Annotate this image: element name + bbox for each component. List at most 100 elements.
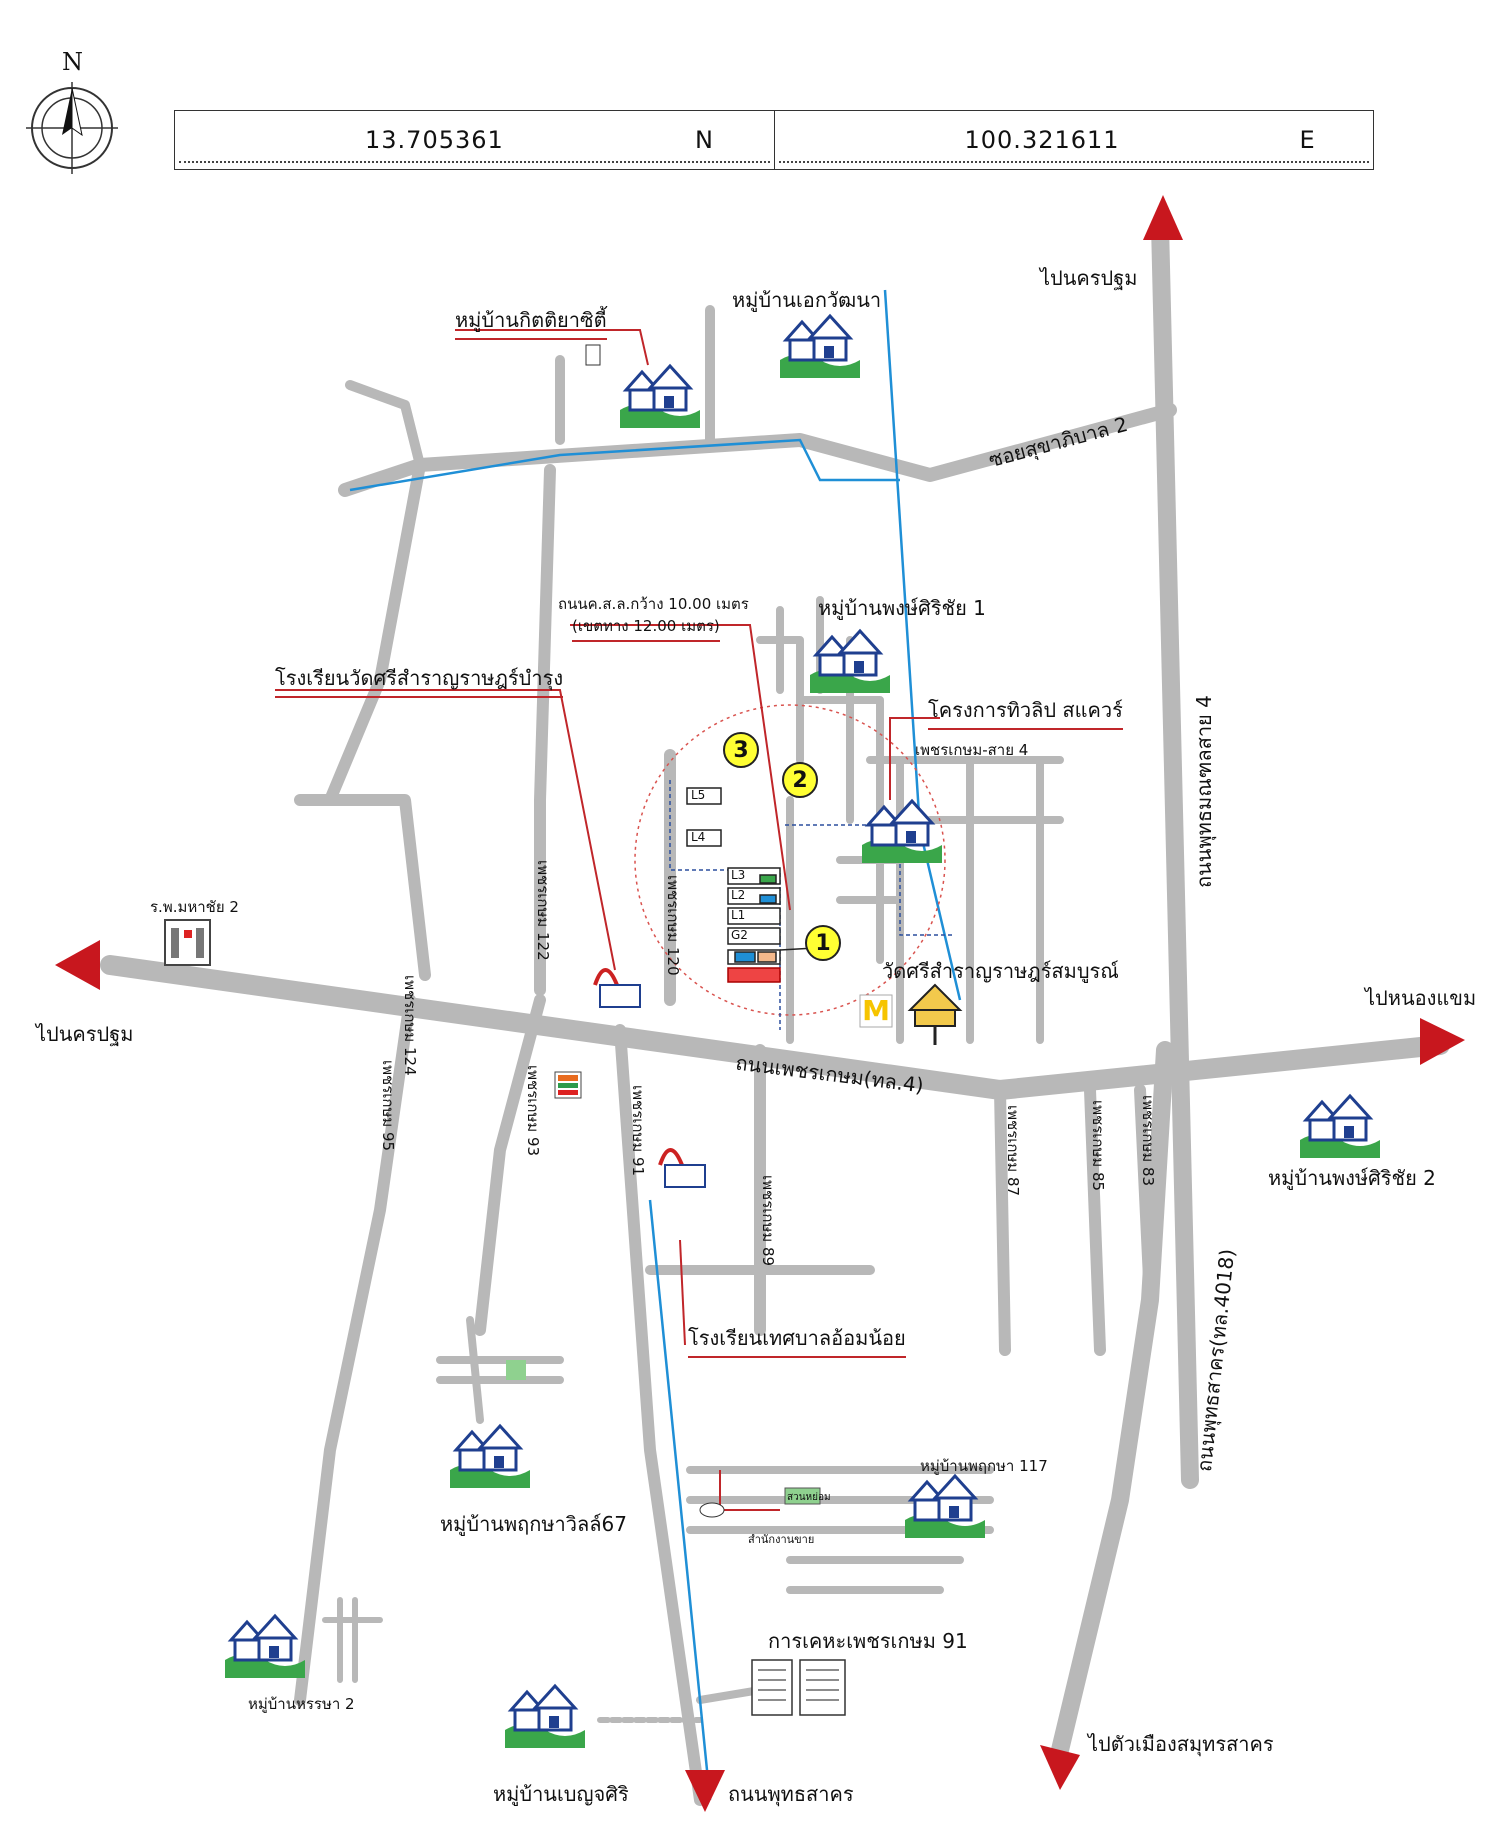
road-label-soi-95: เพชรเกษม 95 [379, 1060, 397, 1152]
canal-north [349, 438, 900, 492]
road-label-soi-93: เพชรเกษม 93 [524, 1065, 542, 1157]
road-soi-91 [614, 1024, 706, 1806]
house-icon-pruksa-ville [448, 1424, 532, 1490]
arrow-east [1420, 1018, 1465, 1065]
canal-south [648, 1199, 712, 1801]
road-soi-124 [294, 794, 431, 981]
park-area [784, 1487, 821, 1505]
place-label-ekawatthana: หมู่บ้านเอกวัฒนา [732, 288, 882, 312]
parcel-label-l3: L3 [731, 868, 746, 882]
road-west-bottom [436, 1316, 564, 1424]
road-label-phutthasakhon-bottom: ถนนพุทธสาคร [728, 1782, 854, 1806]
direction-samut-sakhon: ไปตัวเมืองสมุทรสาคร [1088, 1732, 1274, 1756]
road-harasa [322, 1597, 383, 1683]
marker-2: 2 [782, 762, 818, 798]
seven-eleven-icon [554, 1071, 582, 1099]
school-icon-om-noi [658, 1148, 706, 1188]
coordinate-box: 13.705361 N 100.321611 E [174, 110, 1374, 170]
road-label-kanchanaphisek: ถนนพุทธมณฑลสาย 4 [1192, 695, 1216, 888]
road-soi-93 [474, 994, 546, 1336]
place-label-park: สวนหย่อม [787, 1492, 831, 1503]
radius-circle [634, 704, 946, 1016]
road-label-soi-89: เพชรเกษม 89 [759, 1175, 777, 1267]
temple-icon [907, 983, 963, 1045]
place-label-phongsirichai1: หมู่บ้านพงษ์ศิริชัย 1 [818, 596, 986, 620]
hospital-icon [164, 919, 211, 966]
leader-school-wat [275, 689, 616, 971]
leader-tulip [889, 717, 940, 800]
marker-1: 1 [805, 925, 841, 961]
direction-nakhon-pathom-left: ไปนครปฐม [36, 1022, 134, 1046]
road-phutthasakhon-4018 [1051, 1041, 1174, 1759]
house-icon-phongsirichai2 [1298, 1094, 1382, 1160]
parcel-label-l4: L4 [691, 830, 706, 844]
latitude-cell: 13.705361 N [175, 111, 775, 169]
longitude-value: 100.321611 [964, 126, 1120, 154]
parcel-label-l5: L5 [691, 788, 706, 802]
road-label-phetkasem-sai4: เพชรเกษม-สาย 4 [915, 741, 1029, 759]
road-soi-83 [1134, 1084, 1156, 1306]
place-label-project-tulip: โครงการทิวลิป สแควร์ [928, 694, 1123, 730]
longitude-cell: 100.321611 E [775, 111, 1374, 169]
building-icon-kittiya [585, 344, 601, 366]
direction-nakhon-pathom-top: ไปนครปฐม [1040, 266, 1138, 290]
marker-3: 3 [723, 732, 759, 768]
arrow-southeast [1040, 1745, 1080, 1790]
green-plot [506, 1360, 526, 1380]
road-label-soi-87: เพชรเกษม 87 [1004, 1105, 1022, 1197]
place-label-kittiya: หมู่บ้านกิตติยาซิตี้ [455, 304, 607, 340]
arrow-south [685, 1770, 725, 1812]
road-north-west [324, 459, 426, 806]
house-icon-ekawat [778, 314, 862, 380]
road-width-line1: ถนนค.ส.ล.กว้าง 10.00 เมตร [558, 595, 749, 613]
place-label-phongsirichai2: หมู่บ้านพงษ์ศิริชัย 2 [1268, 1166, 1436, 1190]
house-icon-benjasiri [503, 1684, 587, 1750]
house-icon-kittiya [618, 364, 702, 430]
road-label-soi-91: เพชรเกษม 91 [629, 1085, 647, 1177]
road-west-top [345, 380, 425, 470]
place-label-benjasiri: หมู่บ้านเบญจศิริ [493, 1782, 629, 1806]
place-label-pruksa-ville: หมู่บ้านพฤกษาวิลล์67 [440, 1512, 627, 1536]
direction-nong-khaem: ไปหนองแขม [1365, 986, 1477, 1010]
place-label-wat-sri: วัดศรีสำราญราษฎร์สมบูรณ์ [882, 959, 1119, 983]
compass-icon [26, 82, 118, 174]
sales-office-marker [699, 1502, 725, 1518]
compass-north-label: N [62, 48, 83, 76]
latitude-direction: N [695, 126, 713, 154]
place-label-school-wat-sri: โรงเรียนวัดศรีสำราญราษฎร์บำรุง [275, 662, 564, 698]
place-label-housing91: การเคหะเพชรเกษม 91 [768, 1629, 968, 1653]
school-icon-wat-sri [593, 968, 641, 1008]
road-label-soi-122: เพชรเกษม 122 [534, 860, 552, 961]
leader-kittiya [455, 329, 649, 366]
house-icon-tulip [860, 799, 944, 865]
road-soi-85 [1084, 1084, 1106, 1356]
house-icon-harasa [223, 1614, 307, 1680]
road-label-soi-124: เพชรเกษม 124 [401, 975, 419, 1076]
svg-text:M: M [862, 994, 890, 1027]
road-soi-95 [294, 994, 416, 1706]
building-icon-housing91 [751, 1659, 846, 1716]
leader-road-width [570, 624, 791, 911]
leader-om-noi [679, 1239, 686, 1346]
arrow-north [1143, 195, 1183, 240]
road-housing [696, 1686, 764, 1704]
place-label-harasa2: หมู่บ้านหรรษา 2 [248, 1695, 355, 1713]
road-soi-122 [534, 464, 556, 996]
place-label-sales-office: สำนักงานขาย [748, 1533, 815, 1546]
road-label-soi-120: เพชรเกษม 120 [664, 875, 682, 976]
parcel-label-l1: L1 [731, 908, 746, 922]
road-pruksa-grid [686, 1466, 994, 1594]
latitude-value: 13.705361 [365, 126, 504, 154]
road-soi-87 [994, 1084, 1011, 1356]
road-width-line2: (เขตทาง 12.00 เมตร) [572, 614, 720, 642]
place-label-hospital: ร.พ.มหาชัย 2 [150, 898, 239, 916]
house-icon-pruksa117 [903, 1474, 987, 1540]
road-label-soi-83: เพชรเกษม 83 [1139, 1095, 1157, 1187]
parcel-label-g2: G2 [731, 928, 748, 942]
place-label-school-om-noi: โรงเรียนเทศบาลอ้อมน้อย [688, 1322, 906, 1358]
mcdonalds-icon: M [859, 994, 893, 1028]
parcel-label-l2: L2 [731, 888, 746, 902]
place-label-pruksa117: หมู่บ้านพฤกษา 117 [920, 1457, 1048, 1475]
road-phutthamonthon-sai4 [1151, 216, 1199, 1489]
